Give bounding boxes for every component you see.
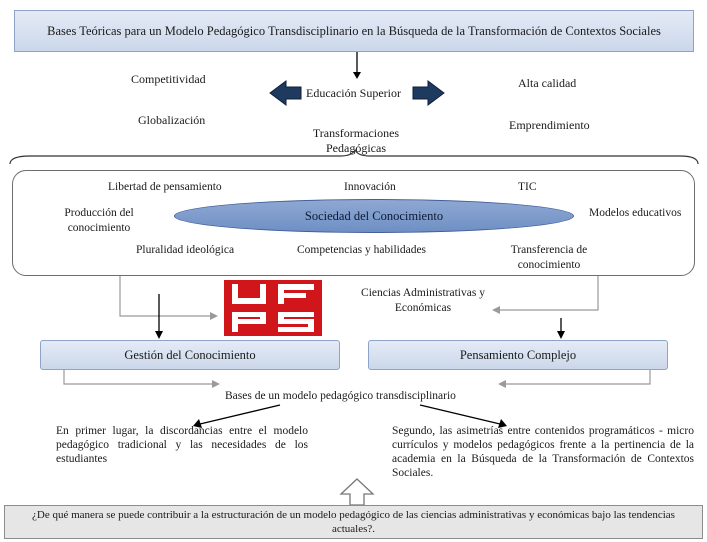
transferencia-line-1: Transferencia de [510,244,588,256]
educacion-superior-label: Educación Superior [306,86,401,100]
alta-calidad-label: Alta calidad [518,76,577,90]
modelos-educativos-label: Modelos educativos [589,207,682,219]
ciencias-line-2: Económicas [394,302,452,314]
right-paragraph: Segundo, las asimetrías entre contenidos… [392,425,694,479]
transformaciones-label: Transformaciones Pedagógicas [300,126,412,156]
transferencia-label: Transferencia de conocimiento [494,243,604,273]
hollow-up-arrow-icon [339,478,375,506]
title-text: Bases Teóricas para un Modelo Pedagógico… [47,23,661,38]
transferencia-line-2: conocimiento [517,259,581,271]
innovacion-label: Innovación [344,181,396,193]
arrow-left-icon [269,80,302,106]
produccion-line-1: Producción del [64,207,134,219]
emprendimiento-label: Emprendimiento [509,118,590,132]
brace-icon [9,148,699,165]
arrow-right-icon [412,80,445,106]
gestion-conocimiento-box: Gestión del Conocimiento [40,340,340,370]
competencias-label: Competencias y habilidades [297,244,427,256]
produccion-line-2: conocimiento [67,222,131,234]
ciencias-label: Ciencias Administrativas y Económicas [338,286,508,316]
pensamiento-complejo-box: Pensamiento Complejo [368,340,668,370]
produccion-label: Producción del conocimiento [50,206,148,236]
tic-label: TIC [518,181,537,193]
sociedad-conocimiento-label: Sociedad del Conocimiento [304,208,444,223]
ufps-logo [224,280,322,336]
transformaciones-line-1: Transformaciones [312,126,400,140]
gestion-label: Gestión del Conocimiento [124,347,256,362]
bases-label: Bases de un modelo pedagógico transdisci… [225,390,456,402]
ciencias-line-1: Ciencias Administrativas y [361,287,485,299]
libertad-label: Libertad de pensamiento [108,181,222,193]
sociedad-conocimiento-ellipse: Sociedad del Conocimiento [174,199,574,233]
title-box: Bases Teóricas para un Modelo Pedagógico… [14,10,694,52]
transformaciones-line-2: Pedagógicas [326,141,386,155]
pensamiento-label: Pensamiento Complejo [459,347,577,362]
question-text: ¿De qué manera se puede contribuir a la … [32,509,675,535]
pluralidad-label: Pluralidad ideológica [136,244,235,256]
question-box: ¿De qué manera se puede contribuir a la … [4,505,703,539]
left-paragraph: En primer lugar, la discordancias entre … [56,425,308,465]
competitividad-label: Competitividad [131,72,206,86]
globalizacion-label: Globalización [138,113,206,127]
